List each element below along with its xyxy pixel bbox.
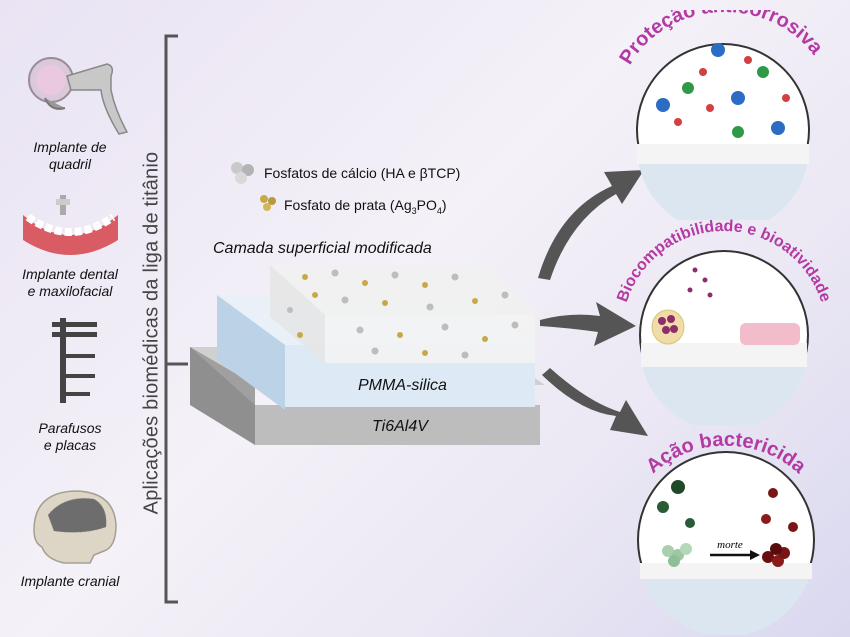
legend-silver-phosphate: Fosfato de prata (Ag3PO4) xyxy=(284,197,447,216)
corrosion-circle: Proteção anticorrosiva xyxy=(615,10,828,220)
calcium-phosphate-icon xyxy=(231,162,254,184)
outcome-arrows xyxy=(538,170,648,436)
ti6al4v-label: Ti6Al4V xyxy=(372,418,428,435)
death-label: morte xyxy=(717,539,743,551)
legend-calcium-phosphate: Fosfatos de cálcio (HA e βTCP) xyxy=(264,165,461,181)
dental-implant-icon xyxy=(23,195,118,255)
bio-circle: Biocompatibilidade e bioatividade xyxy=(614,218,834,425)
cranial-implant-icon xyxy=(33,490,117,564)
pmma-silica-label: PMMA-silica xyxy=(358,377,447,394)
hip-implant-icon xyxy=(28,57,129,135)
surface-particles xyxy=(287,269,519,359)
implant-label-cranial: Implante cranial xyxy=(20,573,120,589)
layer-stack xyxy=(190,265,545,445)
bactericidal-circle: Ação bactericida morte xyxy=(637,429,815,635)
surface-layer-label: Camada superficial modificada xyxy=(213,240,432,257)
arrow-to-bactericidal xyxy=(542,368,648,436)
silver-phosphate-icon xyxy=(260,195,276,211)
arrow-to-corrosion xyxy=(538,170,644,280)
left-bracket xyxy=(164,34,188,604)
screws-plates-icon xyxy=(52,318,97,403)
vertical-title: Aplicações biomédicas da liga de titânio xyxy=(140,151,163,515)
arrow-to-bio xyxy=(540,302,636,346)
